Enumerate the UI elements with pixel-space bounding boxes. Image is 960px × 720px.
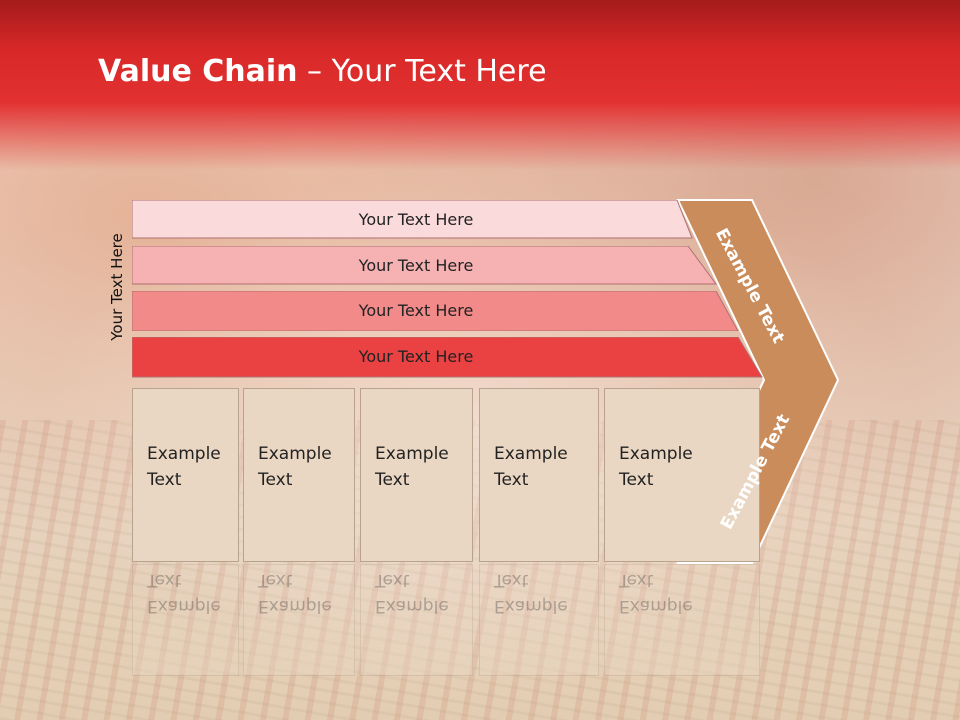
activity-box-3-line1: Example [375,444,449,464]
header-band [0,0,960,170]
activity-box-1: Example Text [132,388,239,562]
row-2-label: Your Text Here [358,255,474,275]
activity-box-2-line1: Example [258,444,332,464]
row-4-label: Your Text Here [358,346,474,366]
row-2: Your Text Here [132,246,717,285]
row-1-label: Your Text Here [358,209,474,229]
row-3: Your Text Here [132,291,739,331]
activity-box-1-line1: Example [147,444,221,464]
row-4: Your Text Here [132,337,763,378]
row-3-label: Your Text Here [358,300,474,320]
activity-box-4-line1: Example [494,444,568,464]
activity-box-2-line2: Text [258,470,293,490]
activity-box-3-line2: Text [375,470,410,490]
title-bold: Value Chain [98,54,298,89]
title-rest: – Your Text Here [297,54,547,89]
activity-box-4-line2: Text [494,470,529,490]
activity-box-4: Example Text [479,388,599,562]
activity-box-3: Example Text [360,388,473,562]
activity-box-1-line2: Text [147,470,182,490]
activity-box-5-line1: Example [619,444,693,464]
page-title: Value Chain – Your Text Here [98,54,547,89]
activity-box-2: Example Text [243,388,355,562]
row-1: Your Text Here [132,200,700,239]
activity-box-5-line2: Text [619,470,654,490]
activity-box-5: Example Text [604,388,760,562]
